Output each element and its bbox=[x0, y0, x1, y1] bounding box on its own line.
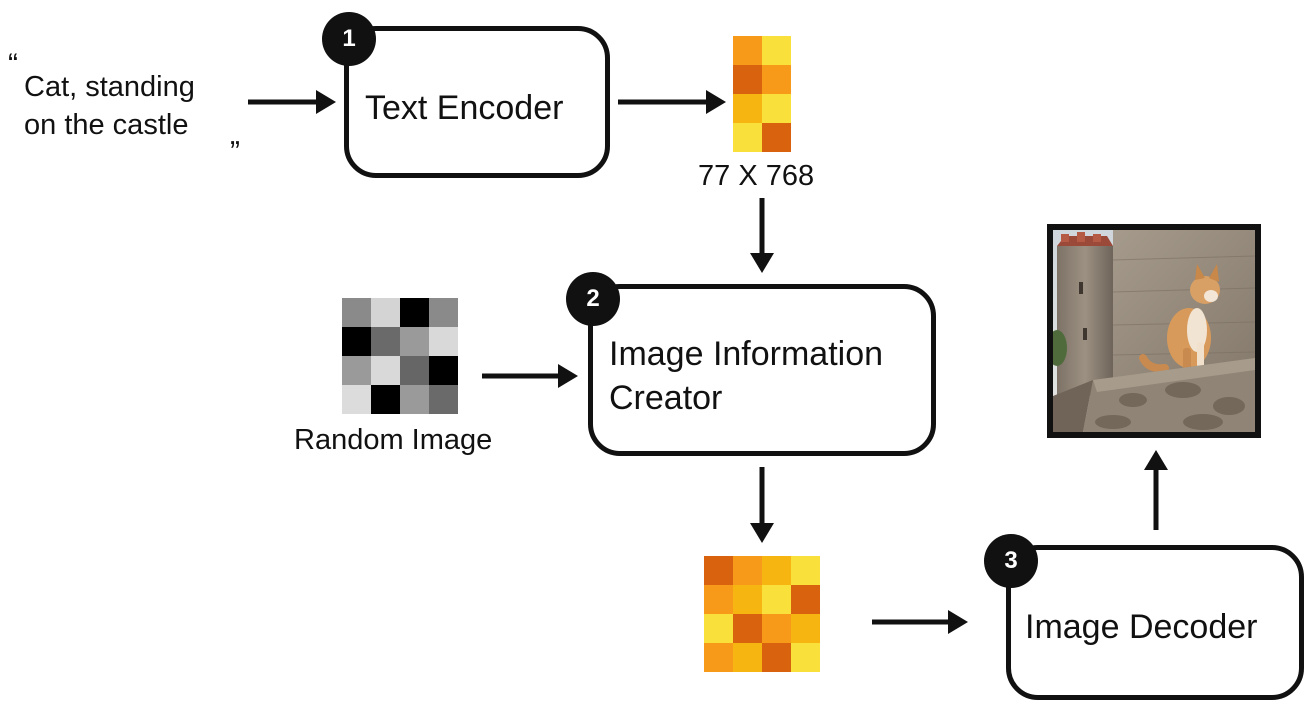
latent-cell bbox=[704, 556, 733, 585]
latent-grid bbox=[704, 556, 820, 672]
arrow-random-to-creator bbox=[482, 364, 578, 388]
close-quote: „ bbox=[230, 118, 240, 151]
text-embedding-grid bbox=[733, 36, 791, 152]
step-2-badge: 2 bbox=[566, 272, 620, 326]
latent-cell bbox=[791, 643, 820, 672]
prompt-line-1: Cat, standing bbox=[24, 71, 195, 103]
text-encoder-label: Text Encoder bbox=[365, 89, 564, 127]
latent-cell bbox=[762, 556, 791, 585]
embedding-cell bbox=[733, 123, 762, 152]
latent-cell bbox=[791, 585, 820, 614]
arrow-latent-to-decoder bbox=[872, 610, 968, 634]
step-1-badge: 1 bbox=[322, 12, 376, 66]
random-image-grid bbox=[342, 298, 458, 414]
arrow-decoder-to-output bbox=[1144, 450, 1168, 530]
random-image-cell bbox=[371, 327, 400, 356]
random-image-cell bbox=[429, 327, 458, 356]
random-image-cell bbox=[429, 298, 458, 327]
embedding-cell bbox=[733, 94, 762, 123]
creator-label-line-1: Image Information bbox=[609, 335, 884, 373]
image-decoder-label: Image Decoder bbox=[1025, 608, 1258, 646]
random-image-cell bbox=[429, 356, 458, 385]
image-information-creator-box: Image Information Creator bbox=[588, 284, 936, 456]
embedding-cell bbox=[762, 65, 791, 94]
embedding-cell bbox=[733, 65, 762, 94]
image-decoder-box: Image Decoder bbox=[1006, 545, 1304, 700]
embedding-cell bbox=[762, 36, 791, 65]
latent-cell bbox=[704, 585, 733, 614]
embedding-cell bbox=[733, 36, 762, 65]
embedding-cell bbox=[762, 123, 791, 152]
latent-cell bbox=[762, 643, 791, 672]
random-image-cell bbox=[371, 385, 400, 414]
random-image-cell bbox=[400, 385, 429, 414]
step-3-badge: 3 bbox=[984, 534, 1038, 588]
random-image-caption: Random Image bbox=[294, 424, 493, 456]
random-image-cell bbox=[400, 327, 429, 356]
random-image-cell bbox=[342, 327, 371, 356]
output-image bbox=[1047, 224, 1261, 438]
arrow-creator-to-latent bbox=[750, 467, 774, 543]
latent-cell bbox=[733, 585, 762, 614]
cat-on-castle-photo bbox=[1047, 230, 1256, 432]
latent-cell bbox=[791, 614, 820, 643]
random-image-cell bbox=[371, 298, 400, 327]
text-encoder-box: Text Encoder bbox=[344, 26, 610, 178]
latent-cell bbox=[704, 643, 733, 672]
embedding-cell bbox=[762, 94, 791, 123]
arrow-prompt-to-encoder bbox=[248, 90, 336, 114]
arrow-encoder-to-embedding bbox=[618, 90, 726, 114]
random-image-cell bbox=[342, 356, 371, 385]
random-image-cell bbox=[400, 298, 429, 327]
random-image-cell bbox=[371, 356, 400, 385]
random-image-cell bbox=[342, 385, 371, 414]
random-image-cell bbox=[400, 356, 429, 385]
prompt-line-2: on the castle bbox=[24, 109, 189, 141]
latent-cell bbox=[733, 643, 762, 672]
embedding-caption: 77 X 768 bbox=[698, 160, 815, 192]
latent-cell bbox=[762, 614, 791, 643]
latent-cell bbox=[762, 585, 791, 614]
latent-cell bbox=[791, 556, 820, 585]
random-image-cell bbox=[429, 385, 458, 414]
arrow-embedding-to-creator bbox=[750, 198, 774, 273]
creator-label-line-2: Creator bbox=[609, 379, 723, 417]
latent-cell bbox=[733, 614, 762, 643]
random-image-cell bbox=[342, 298, 371, 327]
latent-cell bbox=[733, 556, 762, 585]
latent-cell bbox=[704, 614, 733, 643]
open-quote: “ bbox=[8, 48, 18, 81]
